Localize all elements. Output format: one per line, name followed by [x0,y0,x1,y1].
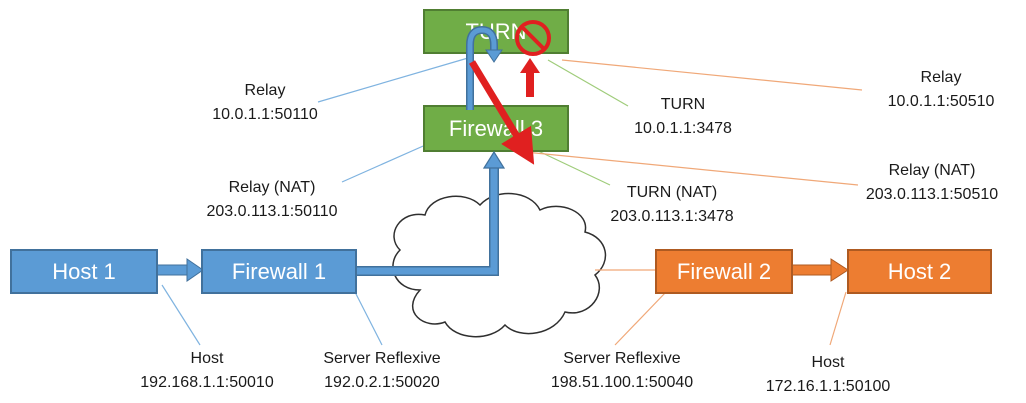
label-relay-nat-left: Relay (NAT) 203.0.113.1:50110 [206,179,338,220]
label-firewall1-address: Server Reflexive 192.0.2.1:50020 [323,350,441,391]
flow-arrow-turn-loop [466,25,503,110]
label-relay-right: Relay 10.0.1.1:50510 [887,69,995,110]
callout-line-relay-nat-left [341,142,431,183]
firewall2-label: Firewall 2 [676,258,772,284]
label-relay-nat-right: Relay (NAT) 203.0.113.1:50510 [865,162,999,203]
host1-box: Host 1 [10,249,158,294]
flow-arrow-red-up [520,58,540,97]
host1-label: Host 1 [52,258,116,284]
callout-line-host2 [829,291,847,346]
internet-cloud [392,192,607,338]
callout-line-turn [547,59,629,107]
label-turn-nat: TURN (NAT) 203.0.113.1:3478 [610,184,734,225]
firewall2-box: Firewall 2 [655,249,793,294]
label-turn: TURN 10.0.1.1:3478 [634,96,732,137]
callout-line-relay-left [317,57,469,103]
callout-line-relay-nat-right [524,151,859,186]
host2-box: Host 2 [847,249,992,294]
label-firewall2-address: Server Reflexive 198.51.100.1:50040 [550,350,694,391]
label-host2-address: Host 172.16.1.1:50100 [765,354,891,395]
callout-line-fw2 [614,291,667,346]
prohibited-icon [515,20,551,56]
callout-line-relay-right [561,59,863,91]
arrow-host1-firewall1 [156,258,204,282]
callout-line-fw1 [354,291,383,346]
host2-label: Host 2 [887,258,952,284]
label-relay-left: Relay 10.0.1.1:50110 [212,82,318,123]
firewall1-label: Firewall 1 [231,258,327,284]
flow-arrow-red-diagonal [469,60,535,165]
callout-line-host1 [161,284,201,346]
firewall1-box: Firewall 1 [201,249,357,294]
label-host1-address: Host 192.168.1.1:50010 [140,350,274,391]
flow-arrow-fw1-to-fw3 [357,150,506,276]
